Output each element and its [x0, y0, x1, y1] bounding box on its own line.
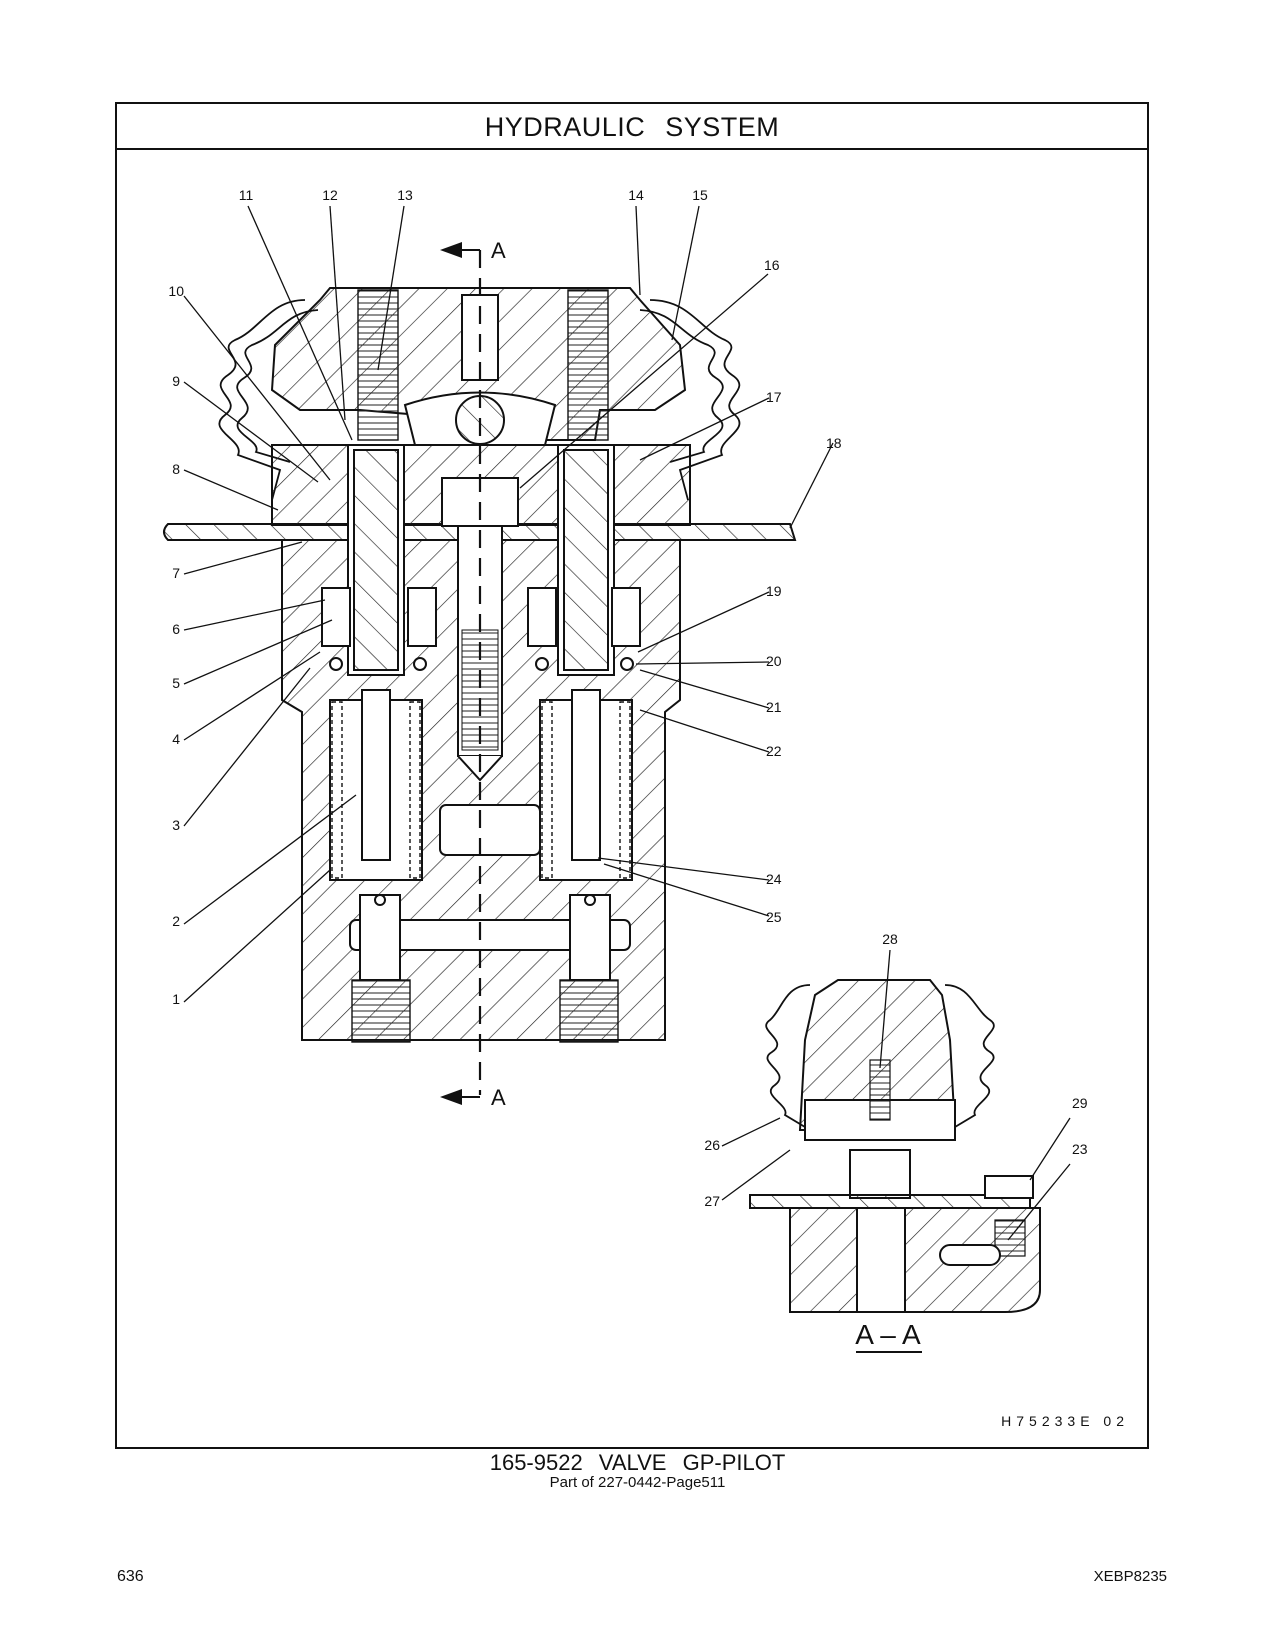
- callout-17: 17: [766, 389, 782, 405]
- callout-27: 27: [704, 1193, 720, 1209]
- callout-18: 18: [826, 435, 842, 451]
- callout-7: 7: [172, 565, 180, 581]
- callout-20: 20: [766, 653, 782, 669]
- callout-14: 14: [628, 187, 644, 203]
- callout-10: 10: [168, 283, 184, 299]
- section-marker-bottom: A: [440, 1085, 506, 1110]
- callout-29: 29: [1072, 1095, 1088, 1111]
- callout-13: 13: [397, 187, 413, 203]
- callout-3: 3: [172, 817, 180, 833]
- callout-21: 21: [766, 699, 782, 715]
- callout-5: 5: [172, 675, 180, 691]
- leader-lines: [183, 205, 1071, 1241]
- drawing-id: H75233E 02: [1001, 1413, 1129, 1429]
- callout-12: 12: [322, 187, 338, 203]
- callout-19: 19: [766, 583, 782, 599]
- section-marker-top: A: [440, 238, 506, 263]
- callout-22: 22: [766, 743, 782, 759]
- section-marker-bottom-letter: A: [491, 1085, 506, 1110]
- callout-24: 24: [766, 871, 782, 887]
- diagram-frame: HYDRAULIC SYSTEM H75233E 02: [115, 102, 1149, 1449]
- callouts: 1 2 3 4 5 6 7 8 9 10 11 12 13 14 15 16 1…: [168, 187, 1087, 1209]
- callout-9: 9: [172, 373, 180, 389]
- section-view-a-a: [749, 979, 1041, 1313]
- section-marker-top-letter: A: [491, 238, 506, 263]
- section-view-label: A – A: [855, 1319, 921, 1350]
- callout-15: 15: [692, 187, 708, 203]
- callout-23: 23: [1072, 1141, 1088, 1157]
- callout-6: 6: [172, 621, 180, 637]
- part-reference: Part of 227-0442-Page511: [549, 1474, 726, 1491]
- callout-4: 4: [172, 731, 180, 747]
- callout-28: 28: [882, 931, 898, 947]
- callout-16: 16: [764, 257, 780, 273]
- section-title: HYDRAULIC SYSTEM: [117, 104, 1147, 150]
- callout-2: 2: [172, 913, 180, 929]
- callout-25: 25: [766, 909, 782, 925]
- document-number: XEBP8235: [1093, 1568, 1167, 1585]
- callout-8: 8: [172, 461, 180, 477]
- part-title: 165-9522 VALVE GP-PILOT: [489, 1450, 786, 1475]
- main-view: [163, 250, 797, 1095]
- callout-11: 11: [239, 187, 254, 203]
- callout-26: 26: [704, 1137, 720, 1153]
- callout-1: 1: [172, 991, 180, 1007]
- page-number: 636: [117, 1568, 144, 1585]
